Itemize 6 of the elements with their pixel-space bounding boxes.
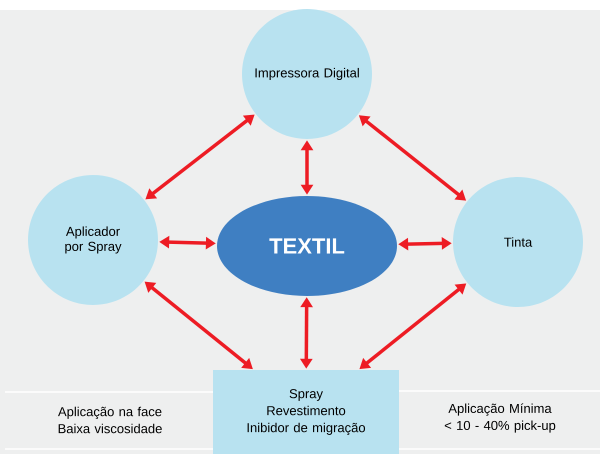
circle-node: Tinta: [453, 177, 583, 307]
circle-node: Impressora Digital: [242, 9, 372, 139]
note-text: Aplicação na face Baixa viscosidade: [58, 406, 162, 434]
note-text: Aplicação Mínima < 10 - 40% pick-up: [444, 403, 556, 433]
circle-node: Aplicador por Spray: [28, 175, 158, 305]
process-box: Spray Revestimento Inibidor de migração: [213, 370, 399, 454]
